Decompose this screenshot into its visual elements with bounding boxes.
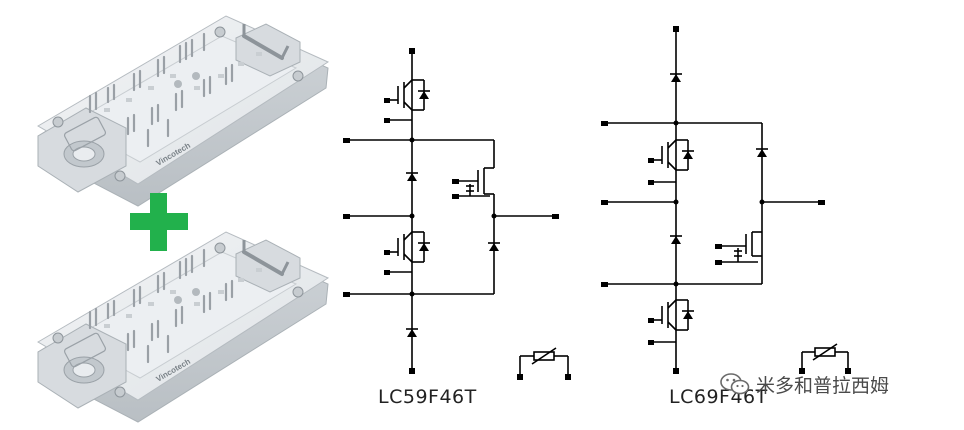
igbt-lower-right (648, 299, 694, 345)
terminal-bottom-right (673, 368, 679, 374)
terminal-bottom (409, 368, 415, 374)
ntc-thermistor-left (517, 347, 571, 380)
diode-upper-mid (407, 173, 417, 181)
diode-mid-right (671, 236, 681, 244)
module-photo-top: Vincotech (36, 14, 330, 208)
ntc-thermistor-right (799, 343, 851, 374)
wechat-icon (720, 373, 750, 395)
module-photo-bottom: Vincotech (36, 230, 330, 424)
watermark-text: 米多和普拉西姆 (756, 374, 890, 397)
diode-right-branch (489, 243, 499, 251)
part-number-left: LC59F46T (378, 386, 477, 408)
igbt-lower (384, 231, 430, 275)
mosfet-right-circuit (715, 231, 762, 265)
watermark: 米多和普拉西姆 (720, 371, 889, 397)
igbt-upper-right (648, 139, 694, 185)
terminal-top (409, 48, 415, 54)
schematic-lc59f46t (343, 48, 571, 380)
schematic-lc69f46t (601, 26, 851, 374)
mosfet-left-circuit (452, 167, 495, 216)
igbt-upper (384, 79, 430, 123)
plus-icon (130, 193, 188, 251)
diode-top (671, 74, 681, 82)
diode-bottom (407, 329, 417, 337)
diode-right-branch-2 (757, 149, 767, 157)
terminal-top-right (673, 26, 679, 32)
